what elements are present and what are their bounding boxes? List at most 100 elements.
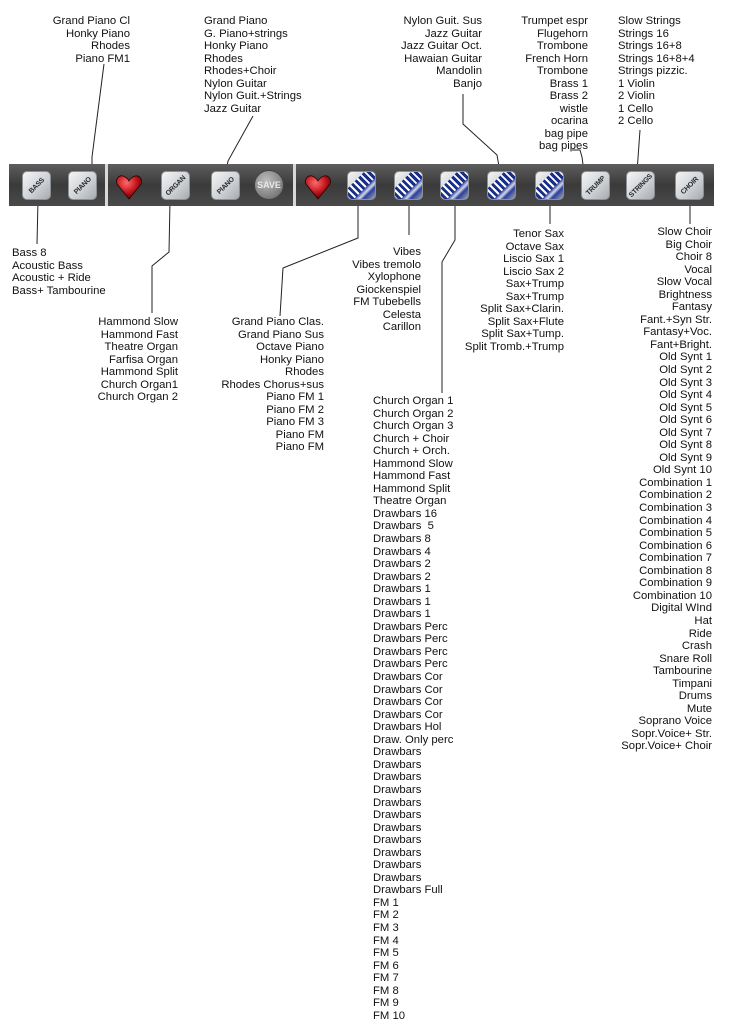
list-item: Octave Sax (505, 240, 564, 253)
piano-button[interactable]: PIANO (347, 171, 376, 200)
list-item: Acoustic Bass (12, 259, 83, 272)
list-item: Drawbars (373, 758, 422, 771)
list-item: Combination 3 (639, 502, 712, 515)
list-item: Tenor Sax (513, 228, 564, 240)
list-item: Brass 1 (549, 77, 588, 90)
list-item: Fant.+Syn Str. (640, 313, 712, 326)
toolbar-divider (293, 164, 296, 206)
list-item: FM 7 (373, 972, 399, 985)
list-item: Honky Piano (204, 40, 269, 53)
list-item: Hammond Fast (373, 470, 451, 483)
list-item: 1 Violin (618, 77, 655, 90)
list-item: Grand Piano Clas. (231, 316, 324, 328)
list-item: Fantasy (671, 301, 712, 314)
piano-button[interactable]: PIANO (68, 171, 97, 200)
list-item: Combination 9 (639, 577, 712, 590)
list-item: Old Synt 9 (659, 451, 712, 464)
list-item: FM 1 (373, 896, 399, 909)
list-item: Bass 8 (12, 247, 47, 259)
sax-button[interactable]: SAX (535, 171, 564, 200)
bass-button[interactable]: BASS (22, 171, 51, 200)
list-item: Banjo (453, 77, 482, 90)
list-item: Combination 7 (639, 552, 712, 565)
list-item: Strings 16 (618, 27, 669, 40)
list-item: Honky Piano (65, 27, 130, 40)
list-item: FM 9 (373, 997, 399, 1010)
list-item: Church Organ 2 (373, 407, 454, 420)
line-piano3 (279, 201, 359, 317)
list-item: 2 Violin (618, 90, 655, 103)
strings-button[interactable]: STRINGS (626, 171, 655, 200)
list-item: Hawaian Guitar (404, 52, 482, 65)
heart-icon[interactable] (303, 172, 333, 202)
list-item: Drawbars Hol (373, 721, 442, 734)
list-item: Vibes tremolo (352, 258, 421, 271)
list-item: G. Piano+strings (204, 27, 288, 40)
list-item: Piano FM (275, 441, 324, 454)
list-item: Trumpet espr (521, 15, 588, 27)
list-item: FM 2 (373, 909, 399, 922)
list-item: Drums (678, 690, 712, 703)
list-item: Liscio Sax 2 (503, 265, 564, 278)
sax-button-label: SAX (542, 178, 557, 193)
list-item: Combination 8 (639, 564, 712, 577)
list-item: Grand Piano Cl (52, 15, 130, 27)
list-item: Choir 8 (675, 251, 712, 264)
trump-button-label: TRUMP (584, 174, 607, 197)
list-item: Celesta (382, 308, 421, 321)
list-item: Trombone (536, 40, 588, 53)
heart-icon[interactable] (114, 172, 144, 202)
organ-button[interactable]: ORGAN (440, 171, 469, 200)
list-item: Sax+Trump (505, 290, 564, 303)
list-item: ocarina (550, 115, 588, 128)
vibes-button[interactable]: VIBES (394, 171, 423, 200)
list-item: Acoustic + Ride (12, 272, 91, 285)
list-item: Soprano Voice (638, 715, 713, 728)
organ-button[interactable]: ORGAN (161, 171, 190, 200)
list-item: Drawbars 8 (373, 533, 431, 546)
list-item: Piano FM 2 (266, 403, 324, 416)
list-item: Sopr.Voice+ Choir (621, 740, 712, 753)
list-item: Drawbars 4 (373, 545, 431, 558)
list-item: Farfisa Organ (108, 353, 178, 366)
save-button[interactable]: SAVE (254, 170, 284, 200)
list-item: Mute (686, 702, 712, 715)
list-item: Fantasy+Voc. (643, 326, 712, 339)
line-piano1 (91, 63, 105, 172)
list-item: Rhodes (204, 52, 243, 65)
list-item: Grand Piano Sus (237, 328, 324, 341)
list-item: FM 4 (373, 934, 399, 947)
list-item: Church + Choir (373, 432, 450, 445)
save-button-label: SAVE (257, 180, 281, 190)
list-item: Combination 6 (639, 539, 712, 552)
list-item: Octave Piano (256, 341, 324, 354)
list-item: Vibes (392, 246, 421, 258)
guitar-button[interactable]: GUITAR (487, 171, 516, 200)
list-item: Honky Piano (259, 353, 324, 366)
list-item: Big Choir (665, 238, 712, 251)
list-item: bag pipe (544, 127, 588, 140)
bass-button-label: BASS (27, 176, 46, 195)
list-item: Drawbars Cor (373, 671, 443, 684)
list-item: Drawbars (373, 783, 422, 796)
piano-button[interactable]: PIANO (211, 171, 240, 200)
trump-button[interactable]: TRUMP (581, 171, 610, 200)
list-item: Jazz Guitar (424, 27, 482, 40)
list-item: Split Tromb.+Trump (464, 340, 564, 353)
line-organ2 (441, 201, 456, 393)
list-item: Hammond Slow (98, 316, 178, 328)
list-item: Old Synt 4 (659, 389, 712, 402)
list-item: Drawbars 2 (373, 558, 431, 571)
list-item: Ride (688, 627, 712, 640)
list-item: Theatre Organ (373, 495, 447, 508)
list-item: Flugehorn (537, 27, 588, 40)
list-item: FM 8 (373, 984, 399, 997)
list-item: Drawbars (373, 871, 422, 884)
choir-button[interactable]: CHOIR (675, 171, 704, 200)
